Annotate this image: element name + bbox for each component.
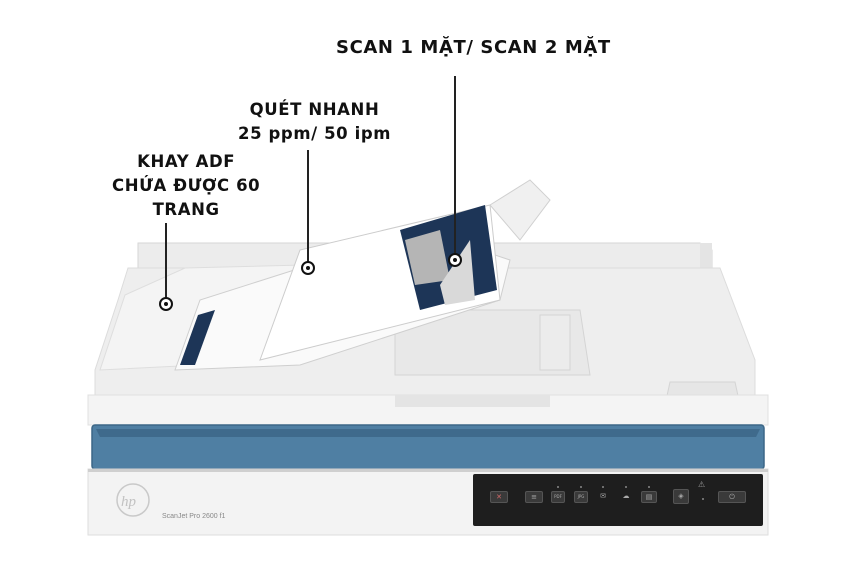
callout-scan-mode: SCAN 1 MẶT/ SCAN 2 MẶT: [336, 36, 611, 60]
start-scan-icon: ◈: [678, 492, 684, 500]
control-panel: ✕ ≡ PDF JPG ✉ ☁ ▤ ◈ ⚠ ⏻: [473, 474, 763, 526]
cloud-icon: ☁: [622, 492, 630, 500]
callout-speed-value: 25 ppm/ 50 ipm: [238, 124, 392, 143]
model-label: ScanJet Pro 2600 f1: [162, 513, 226, 520]
callout-speed-title: QUÉT NHANH: [249, 100, 380, 119]
leader-line-speed: [307, 150, 309, 262]
svg-text:hp: hp: [121, 494, 137, 510]
start-scan-button[interactable]: ◈: [673, 489, 689, 504]
callout-dot-speed: [301, 261, 315, 275]
power-icon: ⏻: [729, 493, 735, 501]
callout-dot-adf: [159, 297, 173, 311]
callout-adf-line2: CHỨA ĐƯỢC 60: [112, 176, 261, 195]
menu-button[interactable]: ≡: [525, 491, 543, 503]
callout-scan-mode-text: SCAN 1 MẶT/ SCAN 2 MẶT: [336, 37, 611, 58]
callout-adf-line1: KHAY ADF: [137, 152, 236, 171]
cancel-button[interactable]: ✕: [490, 491, 508, 503]
email-icon: ✉: [600, 492, 606, 500]
leader-line-scan-mode: [454, 76, 456, 256]
cancel-icon: ✕: [496, 493, 502, 501]
warning-icon: ⚠: [698, 480, 706, 489]
callout-adf-line3: TRANG: [152, 200, 220, 219]
pdf-icon: PDF: [554, 494, 562, 499]
callout-speed: QUÉT NHANH 25 ppm/ 50 ipm: [238, 98, 391, 146]
leader-line-adf: [165, 223, 167, 298]
menu-icon: ≡: [531, 493, 537, 501]
scan-document-button[interactable]: ▤: [641, 491, 657, 503]
scan-to-pdf-button[interactable]: PDF: [551, 491, 565, 503]
jpg-icon: JPG: [577, 494, 585, 499]
warning-indicator: ⚠: [698, 480, 705, 489]
power-button[interactable]: ⏻: [718, 491, 746, 503]
document-icon: ▤: [645, 493, 653, 501]
scan-to-cloud-button[interactable]: ☁: [618, 491, 634, 503]
callout-adf-tray: KHAY ADF CHỨA ĐƯỢC 60 TRANG: [112, 150, 260, 222]
callout-dot-scan-mode: [448, 253, 462, 267]
scan-to-jpg-button[interactable]: JPG: [574, 491, 588, 503]
scan-to-email-button[interactable]: ✉: [596, 491, 610, 503]
